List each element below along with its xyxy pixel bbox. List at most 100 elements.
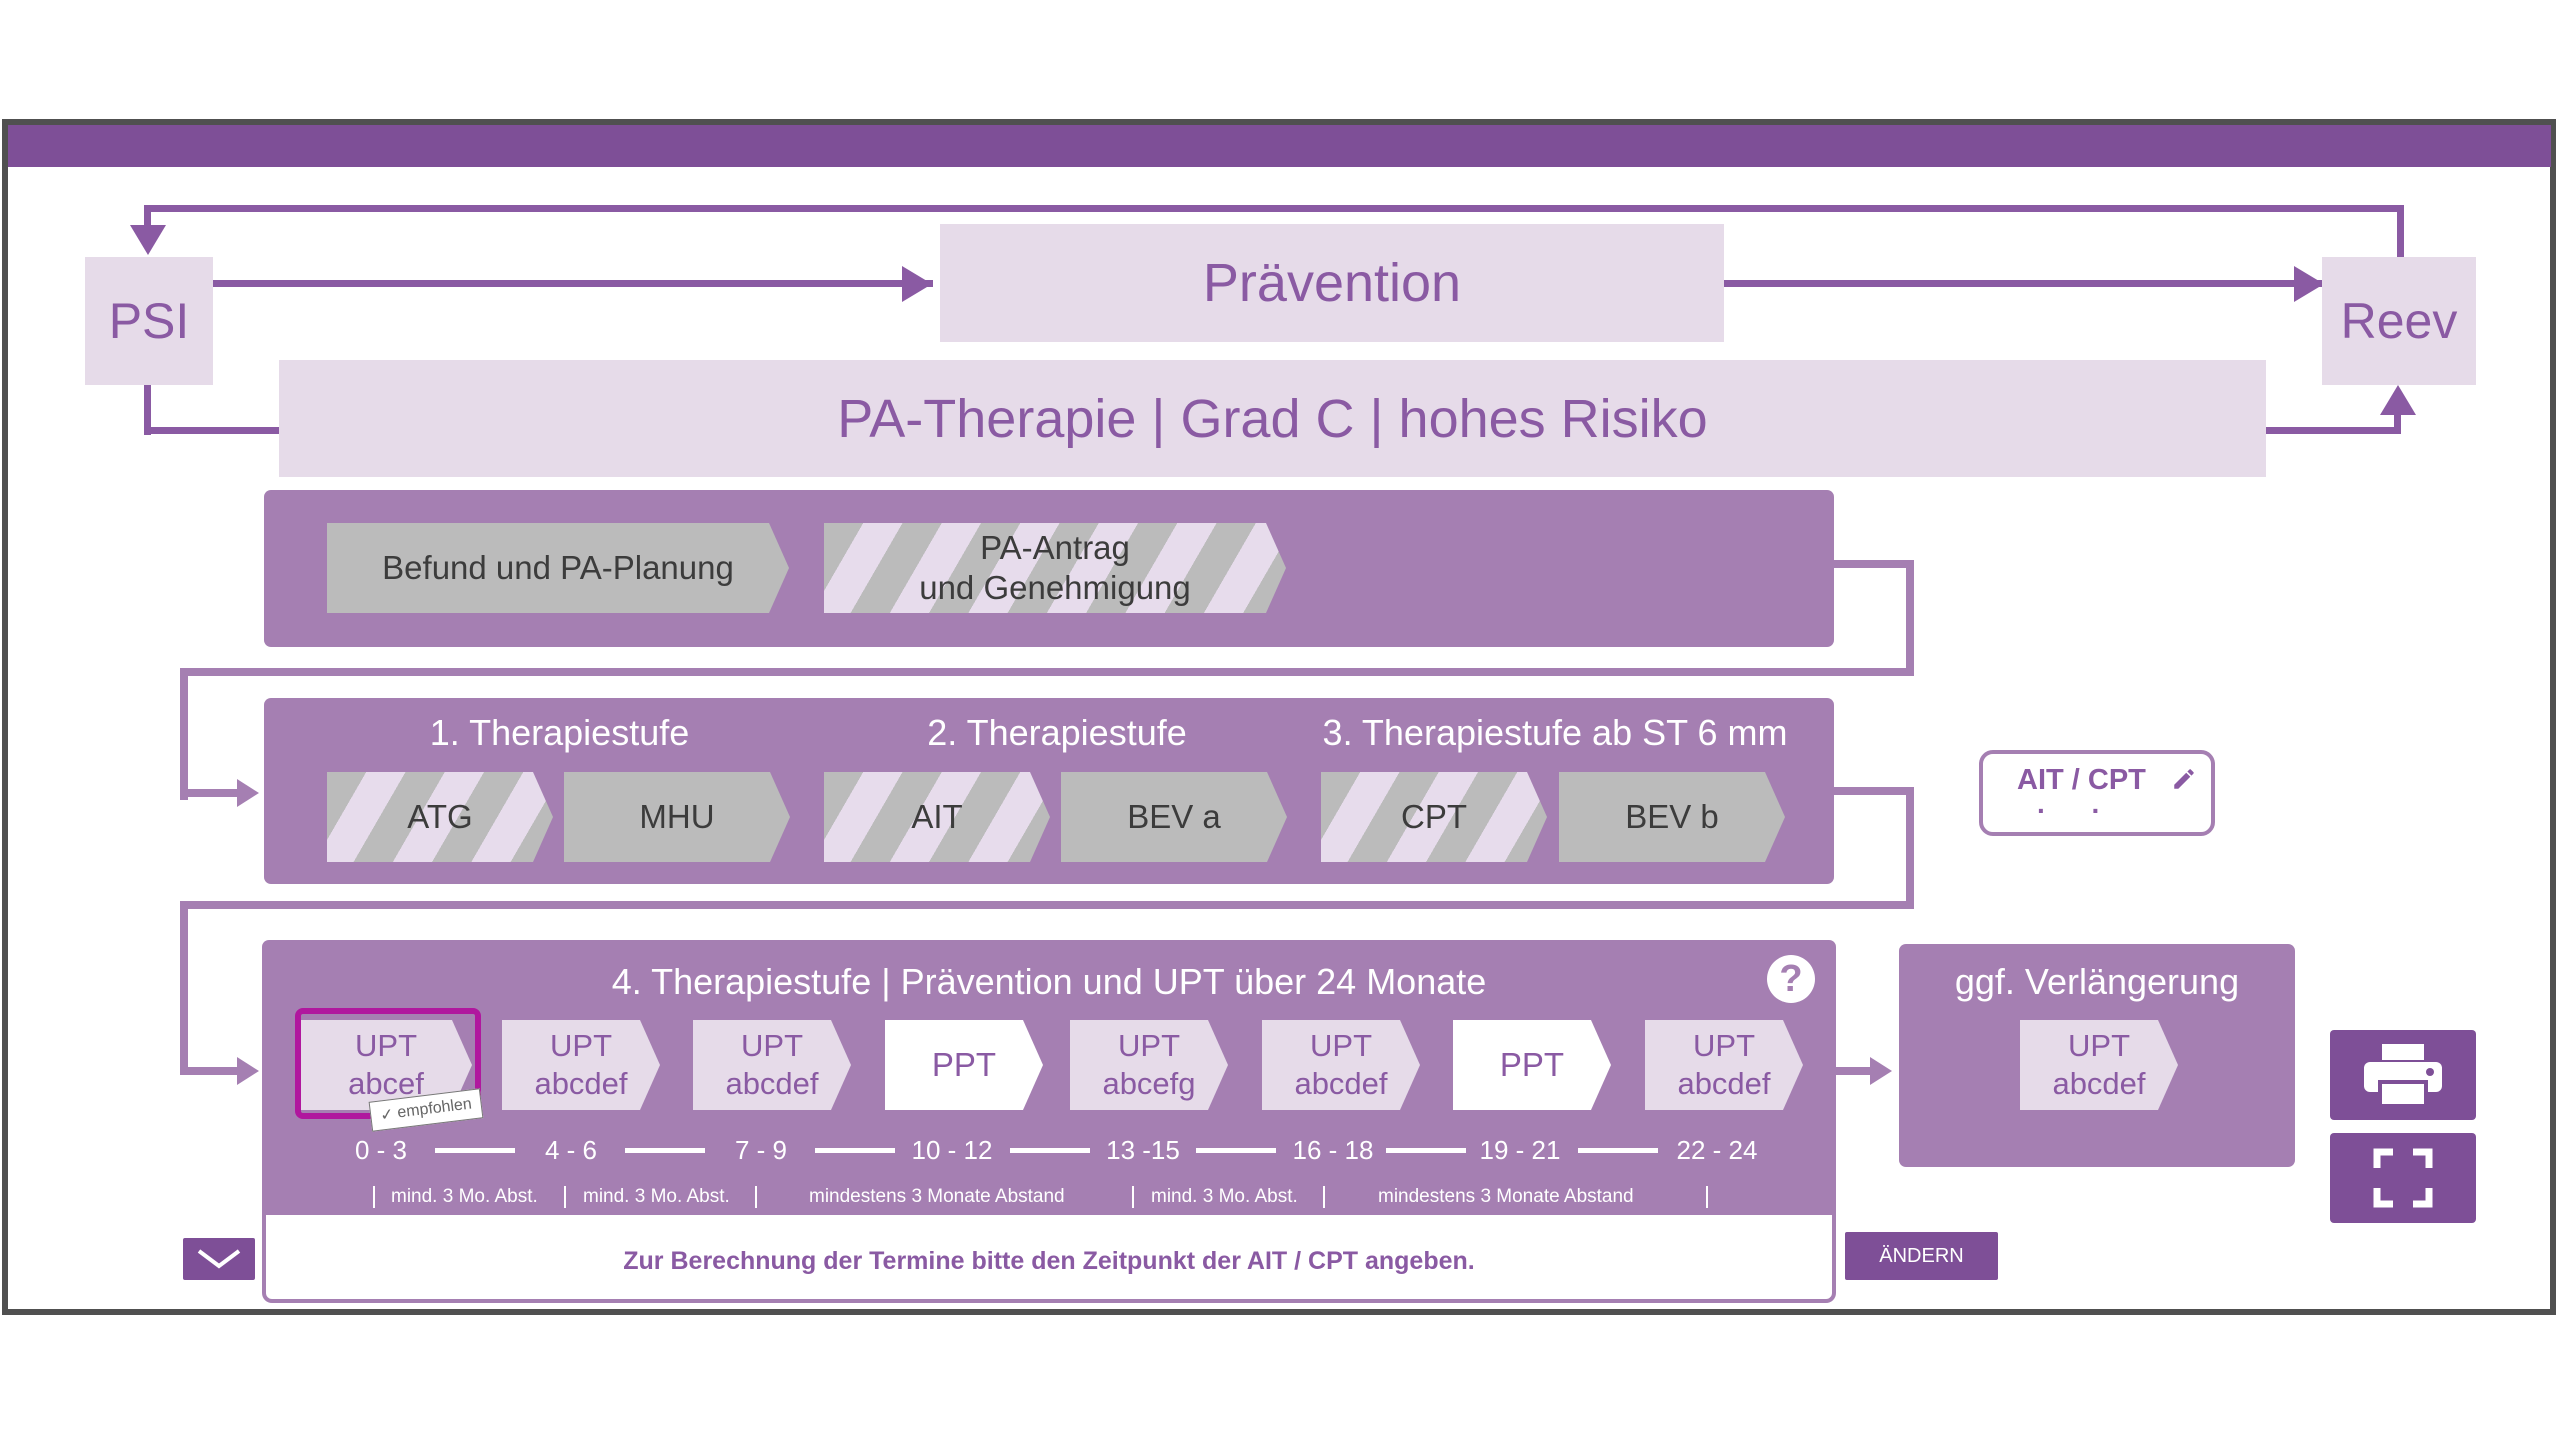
- therapie-header: PA-Therapie | Grad C | hohes Risiko: [279, 360, 2266, 477]
- aendern-button[interactable]: ÄNDERN: [1845, 1232, 1998, 1280]
- connector: [1834, 1067, 1874, 1075]
- connector: [180, 901, 1914, 909]
- check-icon: ✓: [379, 1106, 395, 1125]
- flow-line: [144, 427, 279, 434]
- collapse-button[interactable]: [183, 1238, 255, 1280]
- step-sub: abcefg: [1102, 1066, 1196, 1101]
- timeline-dash: [1196, 1148, 1276, 1153]
- connector: [1906, 787, 1914, 909]
- timeline-dash: [1010, 1148, 1090, 1153]
- separator: [1706, 1186, 1708, 1208]
- step-sub: abcdef: [2052, 1066, 2146, 1101]
- spacing-note: mindestens 3 Monate Abstand: [1378, 1186, 1634, 1207]
- flow-line: [2394, 405, 2401, 434]
- mhu-step: MHU: [564, 772, 790, 862]
- fullscreen-button[interactable]: [2330, 1133, 2476, 1223]
- arrow-right-icon: [1870, 1057, 1892, 1085]
- step-label: UPT: [741, 1028, 803, 1064]
- arrow-right-icon: [902, 266, 932, 302]
- ait-cpt-date-field[interactable]: AIT / CPT . .: [1979, 750, 2215, 836]
- timeline-dash: [1578, 1148, 1658, 1153]
- month-label: 10 - 12: [911, 1135, 993, 1165]
- stufe4-title: 4. Therapiestufe | Prävention und UPT üb…: [611, 961, 1487, 1002]
- praevention-box: Prävention: [940, 224, 1724, 342]
- flow-line: [2266, 427, 2401, 434]
- connector: [180, 901, 188, 1075]
- arrow-up-icon: [2380, 385, 2416, 415]
- fullscreen-icon: [2373, 1148, 2433, 1208]
- step-sub: abcef: [348, 1066, 424, 1101]
- stufe1-title: 1. Therapiestufe: [429, 712, 690, 753]
- separator: [1323, 1186, 1325, 1208]
- step-sub: abcdef: [534, 1066, 628, 1101]
- connector: [180, 668, 188, 800]
- chevron-down-icon: [197, 1249, 241, 1269]
- help-icon[interactable]: ?: [1767, 955, 1815, 1003]
- spacing-note: mind. 3 Mo. Abst.: [1151, 1186, 1298, 1207]
- connector: [1906, 560, 1914, 676]
- step-ppt-1[interactable]: PPT: [885, 1020, 1043, 1110]
- connector: [180, 789, 240, 797]
- bev-a-step: BEV a: [1061, 772, 1287, 862]
- step-label: UPT: [1310, 1028, 1372, 1064]
- separator: [373, 1186, 375, 1208]
- month-label: 4 - 6: [544, 1135, 598, 1165]
- print-button[interactable]: [2330, 1030, 2476, 1120]
- month-label: 7 - 9: [734, 1135, 788, 1165]
- connector: [180, 668, 1914, 676]
- pencil-icon[interactable]: [2171, 766, 2197, 792]
- connector: [1830, 560, 1914, 568]
- timeline-dash: [625, 1148, 705, 1153]
- step-ppt-2[interactable]: PPT: [1453, 1020, 1611, 1110]
- antrag-line1: PA-Antrag: [980, 528, 1130, 566]
- arrow-down-icon: [130, 225, 166, 255]
- footer-message-box: Zur Berechnung der Termine bitte den Zei…: [262, 1215, 1836, 1303]
- step-label: UPT: [1118, 1028, 1180, 1064]
- flow-line-top: [147, 205, 2403, 212]
- month-label: 16 - 18: [1292, 1135, 1374, 1165]
- antrag-step: PA-Antrag und Genehmigung: [824, 523, 1286, 613]
- flow-line: [213, 280, 933, 287]
- flow-line: [144, 205, 151, 243]
- arrow-right-icon: [237, 1057, 259, 1085]
- flow-line: [1724, 280, 2324, 287]
- timeline-dash: [815, 1148, 895, 1153]
- printer-icon: [2364, 1044, 2442, 1108]
- ait-step: AIT: [824, 772, 1050, 862]
- month-label: 22 - 24: [1676, 1135, 1758, 1165]
- ait-cpt-value: . .: [2037, 788, 2100, 819]
- step-label: UPT: [355, 1028, 417, 1064]
- spacing-note: mind. 3 Mo. Abst.: [583, 1186, 730, 1207]
- connector: [1830, 787, 1914, 795]
- connector: [180, 1067, 240, 1075]
- top-bar: [8, 125, 2551, 167]
- spacing-note: mind. 3 Mo. Abst.: [391, 1186, 538, 1207]
- separator: [755, 1186, 757, 1208]
- stufe2-title: 2. Therapiestufe: [927, 712, 1187, 753]
- month-label: 13 -15: [1106, 1135, 1180, 1165]
- step-sub: abcdef: [725, 1066, 819, 1101]
- atg-step: ATG: [327, 772, 553, 862]
- separator: [564, 1186, 566, 1208]
- stufe3-title: 3. Therapiestufe ab ST 6 mm: [1322, 712, 1788, 753]
- step-sub: abcdef: [1294, 1066, 1388, 1101]
- flow-line: [144, 385, 151, 435]
- befund-step: Befund und PA-Planung: [327, 523, 789, 613]
- cpt-step: CPT: [1321, 772, 1547, 862]
- step-label: UPT: [2068, 1028, 2130, 1064]
- reev-box: Reev: [2322, 257, 2476, 385]
- flow-line: [2397, 205, 2404, 260]
- arrow-right-icon: [237, 779, 259, 807]
- antrag-line2: und Genehmigung: [919, 569, 1191, 606]
- bev-b-step: BEV b: [1559, 772, 1785, 862]
- ait-cpt-label: AIT / CPT: [2017, 764, 2146, 796]
- step-label: UPT: [550, 1028, 612, 1064]
- verlaengerung-title: ggf. Verlängerung: [1954, 961, 2240, 1002]
- step-sub: abcdef: [1677, 1066, 1771, 1101]
